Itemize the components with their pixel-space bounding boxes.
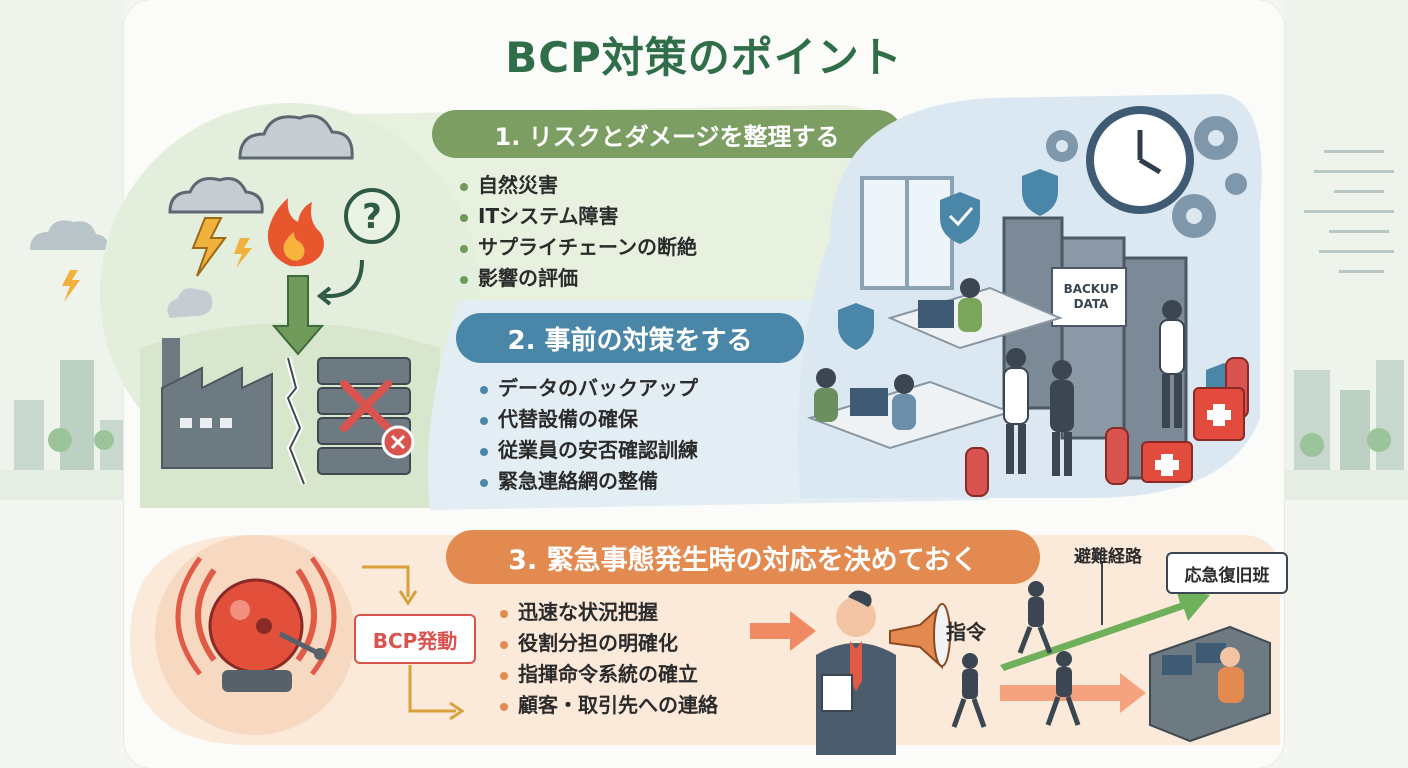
- clock-icon: [1086, 106, 1194, 214]
- list-item: 顧客・取引先への連絡: [500, 690, 718, 721]
- list-item: 指揮命令系統の確立: [500, 659, 718, 690]
- error-icon: [381, 425, 415, 459]
- evacuation-route-label: 避難経路: [1074, 546, 1142, 567]
- first-aid-icon: [1141, 387, 1245, 483]
- bcp-activation-label: BCP発動: [354, 614, 476, 664]
- response-illustration: [750, 563, 1271, 755]
- recovery-team-label: 応急復旧班: [1166, 552, 1288, 594]
- office-illustration: [798, 94, 1262, 498]
- factory-icon: [161, 288, 273, 469]
- section-3-list: 迅速な状況把握 役割分担の明確化 指揮命令系統の確立 顧客・取引先への連絡: [500, 597, 718, 721]
- gear-icon: [1046, 116, 1247, 238]
- backup-data-label: BACKUP DATA: [1063, 282, 1119, 311]
- section-3-heading: 3. 緊急事態発生時の対応を決めておく: [446, 530, 1040, 584]
- list-item: 緊急連絡網の整備: [480, 466, 698, 497]
- alarm-bell-icon: [175, 556, 337, 692]
- fire-icon: [267, 198, 324, 267]
- list-item: 代替設備の確保: [480, 404, 698, 435]
- list-item: 迅速な状況把握: [500, 597, 718, 628]
- section-2-list: データのバックアップ 代替設備の確保 従業員の安否確認訓練 緊急連絡網の整備: [480, 373, 698, 497]
- left-skyline-illustration: [0, 0, 124, 500]
- list-item: ITシステム障害: [460, 201, 697, 232]
- question-icon: ?: [344, 188, 400, 244]
- list-item: 従業員の安否確認訓練: [480, 435, 698, 466]
- section-2-heading: 2. 事前の対策をする: [456, 313, 804, 363]
- right-skyline-illustration: [1284, 0, 1408, 500]
- section-1-heading: 1. リスクとダメージを整理する: [432, 110, 902, 158]
- risk-illustration: ?: [100, 103, 480, 508]
- page-title: BCP対策のポイント: [505, 33, 903, 82]
- arrow-icon: [750, 589, 1210, 713]
- list-item: データのバックアップ: [480, 373, 698, 404]
- list-item: 役割分担の明確化: [500, 628, 718, 659]
- section-1-list: 自然災害 ITシステム障害 サプライチェーンの断絶 影響の評価: [460, 170, 697, 294]
- list-item: 自然災害: [460, 170, 697, 201]
- flow-arrows: [362, 565, 465, 721]
- list-item: サプライチェーンの断絶: [460, 232, 697, 263]
- list-item: 影響の評価: [460, 263, 697, 294]
- svg-text:?: ?: [362, 197, 382, 237]
- cloud-icon: [238, 114, 354, 160]
- alarm-illustration: [155, 535, 355, 735]
- megaphone-icon: [889, 602, 951, 670]
- command-label: 指令: [946, 619, 986, 644]
- section-3-background: [130, 535, 1280, 745]
- lightning-icon: [191, 217, 252, 277]
- shield-icon: [940, 192, 980, 244]
